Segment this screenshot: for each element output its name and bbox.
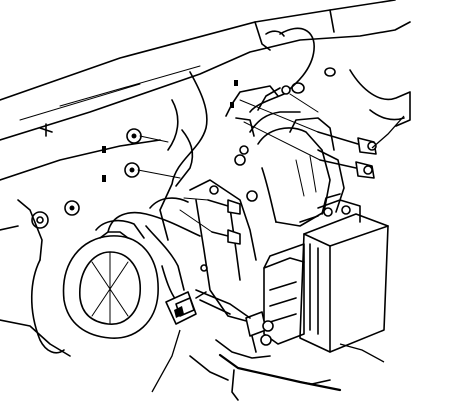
frame-rail: [0, 0, 411, 181]
unit-connectors: [215, 311, 274, 359]
center-bolts: [179, 197, 241, 245]
harness-connector: [165, 291, 207, 325]
control-unit-callout-leader: [339, 343, 385, 363]
upper-housing: [249, 87, 345, 227]
right-bolts: [239, 85, 377, 179]
bolt-callout-leader: [371, 115, 405, 149]
mounting-bracket: [159, 71, 279, 323]
wheel-liner: [0, 199, 159, 357]
callout-leaders: [151, 115, 405, 393]
lower-frame: [189, 353, 342, 401]
control-unit: [263, 193, 389, 353]
left-bolts: [64, 80, 258, 216]
sensor-wire: [249, 27, 315, 113]
connector-callout-leader: [151, 329, 181, 393]
